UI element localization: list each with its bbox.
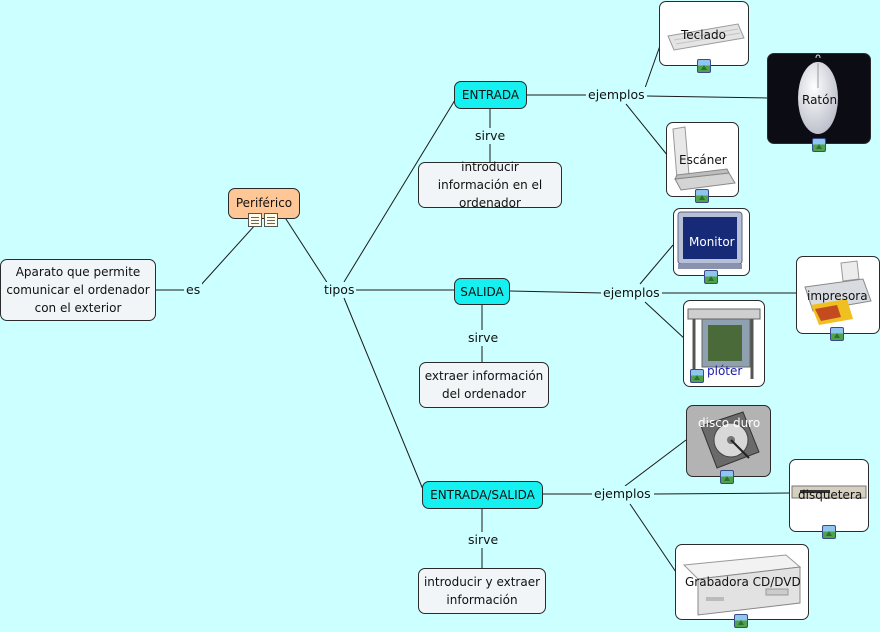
image-thumbnail-icon[interactable]	[720, 470, 734, 484]
link-sirve-salida: sirve	[466, 330, 501, 346]
example-grabadora[interactable]: Grabadora CD/DVD	[675, 544, 809, 620]
example-disquetera[interactable]: disquetera	[789, 459, 869, 532]
printer-image	[804, 260, 872, 325]
image-thumbnail-icon[interactable]	[695, 189, 709, 203]
concept-introducir-extraer[interactable]: introducir y extraer información	[418, 568, 546, 614]
concept-aparato[interactable]: Aparato que permite comunicar el ordenad…	[0, 259, 156, 321]
example-escaner-label: Escáner	[679, 153, 727, 167]
concept-periferico[interactable]: Periférico	[228, 188, 300, 219]
concept-entrada-salida[interactable]: ENTRADA/SALIDA	[422, 481, 543, 509]
image-thumbnail-icon[interactable]	[830, 327, 844, 341]
example-ploter-label: plóter	[707, 364, 743, 378]
example-escaner[interactable]: Escáner	[666, 122, 739, 197]
concept-introducir-label: introducir información en el ordenador	[437, 160, 543, 210]
concept-extraer[interactable]: extraer información del ordenador	[419, 362, 549, 408]
example-impresora-label: impresora	[807, 289, 868, 303]
example-monitor[interactable]: Monitor	[673, 208, 750, 276]
example-disquetera-label: disquetera	[798, 488, 863, 502]
example-monitor-label: Monitor	[689, 235, 735, 249]
concept-salida[interactable]: SALIDA	[454, 278, 510, 305]
concept-periferico-label: Periférico	[235, 195, 293, 210]
example-disco-duro-label: disco duro	[698, 416, 761, 430]
image-thumbnail-icon[interactable]	[690, 369, 704, 383]
image-thumbnail-icon[interactable]	[812, 138, 826, 152]
link-ejemplos-salida: ejemplos	[601, 285, 662, 301]
hard-disk-image	[700, 411, 760, 469]
concept-entrada-salida-label: ENTRADA/SALIDA	[430, 488, 535, 502]
image-resource-icon[interactable]	[248, 213, 262, 227]
example-teclado[interactable]: Teclado	[659, 1, 749, 66]
concept-entrada[interactable]: ENTRADA	[454, 81, 527, 109]
link-sirve-entrada: sirve	[473, 128, 508, 144]
mouse-image	[798, 54, 838, 134]
link-es: es	[184, 282, 203, 298]
cd-dvd-drive-image	[682, 554, 802, 616]
image-thumbnail-icon[interactable]	[822, 525, 836, 539]
concept-introducir-extraer-label: introducir y extraer información	[423, 575, 541, 607]
keyboard-image	[667, 23, 745, 51]
link-sirve-entrada-salida: sirve	[466, 532, 501, 548]
example-disco-duro[interactable]: disco duro	[686, 405, 771, 477]
concept-entrada-label: ENTRADA	[461, 88, 520, 102]
image-thumbnail-icon[interactable]	[734, 614, 748, 628]
example-teclado-label: Teclado	[681, 28, 726, 42]
concept-introducir[interactable]: introducir información en el ordenador	[418, 160, 562, 210]
document-resource-icon[interactable]	[264, 213, 278, 227]
link-tipos: tipos	[322, 282, 357, 298]
image-thumbnail-icon[interactable]	[704, 270, 718, 284]
example-raton-label: Ratón	[802, 93, 838, 107]
link-ejemplos-entrada: ejemplos	[586, 87, 647, 103]
link-ejemplos-entrada-salida: ejemplos	[592, 486, 653, 502]
concept-extraer-label: extraer información del ordenador	[424, 369, 544, 401]
floppy-drive-image	[791, 485, 867, 499]
image-thumbnail-icon[interactable]	[697, 59, 711, 73]
example-raton[interactable]: Ratón	[767, 53, 871, 144]
example-grabadora-label: Grabadora CD/DVD	[685, 575, 801, 589]
example-impresora[interactable]: impresora	[796, 256, 880, 334]
plotter-image	[687, 308, 761, 379]
concept-aparato-label: Aparato que permite comunicar el ordenad…	[6, 265, 150, 315]
monitor-image	[677, 211, 743, 269]
scanner-image	[672, 126, 736, 191]
concept-salida-label: SALIDA	[460, 284, 504, 299]
